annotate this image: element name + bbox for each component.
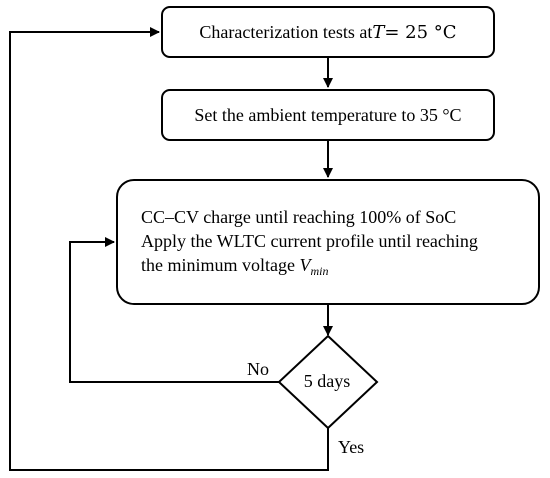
arrow-yes-loop [9, 27, 329, 471]
step-charge-and-discharge: CC–CV charge until reaching 100% of SoC … [116, 179, 540, 305]
step3-var: V [299, 255, 311, 275]
arrow-no-loop [69, 237, 279, 383]
step2-text: Set the ambient temperature to 35 °C [194, 104, 462, 125]
no-branch-label: No [247, 359, 269, 379]
step-characterization-tests: Characterization tests at T = 25 °C [161, 6, 495, 58]
step3-line2: Apply the WLTC current profile until rea… [141, 231, 478, 251]
step3-line3-text: the minimum voltage [141, 255, 300, 275]
step1-math-var: T [372, 21, 385, 43]
step3-var-sub: min [310, 264, 329, 278]
step-set-ambient-temperature: Set the ambient temperature to 35 °C [161, 89, 495, 141]
decision-label: 5 days [303, 371, 351, 391]
step1-text: Characterization tests at [199, 21, 373, 42]
step3-line1: CC–CV charge until reaching 100% of SoC [141, 207, 457, 227]
step1-math-rest: = 25 °C [384, 21, 457, 43]
yes-branch-label: Yes [338, 437, 365, 457]
step3-line3: the minimum voltage Vmin [141, 253, 538, 283]
